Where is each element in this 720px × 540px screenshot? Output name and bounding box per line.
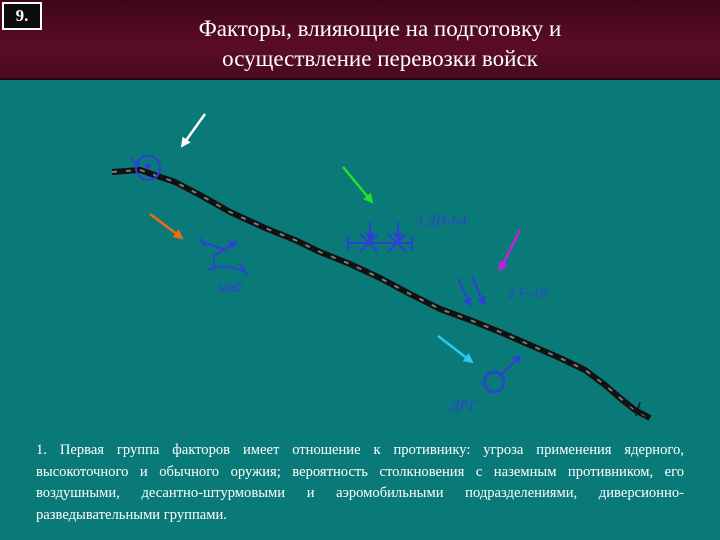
magenta-arrow (498, 229, 522, 272)
label-dn64: 3 ДН-64 (414, 213, 467, 229)
caption-text: 1. Первая группа факторов имеет отношени… (36, 442, 684, 523)
label-f16: 2 F-16 (507, 286, 548, 302)
dn64-strike-symbol (347, 222, 413, 253)
green-arrow (342, 166, 374, 204)
f16-strike-arrows (457, 275, 486, 307)
slide-title: Факторы, влияющие на подготовку и осущес… (160, 14, 600, 74)
label-mvb: мвб (217, 280, 242, 296)
mvb-unit-symbol (199, 237, 249, 277)
label-drg: ДРГ (448, 398, 479, 414)
orange-arrow (149, 213, 184, 240)
title-line-1: Факторы, влияющие на подготовку и (198, 16, 562, 41)
cyan-arrow (437, 335, 474, 364)
slide-number: 9. (2, 2, 42, 30)
title-line-2: осуществление перевозки войск (222, 46, 538, 71)
railway-line (111, 167, 652, 421)
slide-header: 9. Факторы, влияющие на подготовку и осу… (0, 0, 720, 80)
tactical-diagram: 3 ДН-64 мвб 2 F-16 ДРГ (111, 113, 652, 421)
drg-group-symbol (482, 354, 522, 394)
white-arrow (180, 113, 207, 148)
station-target-symbol (129, 155, 161, 181)
